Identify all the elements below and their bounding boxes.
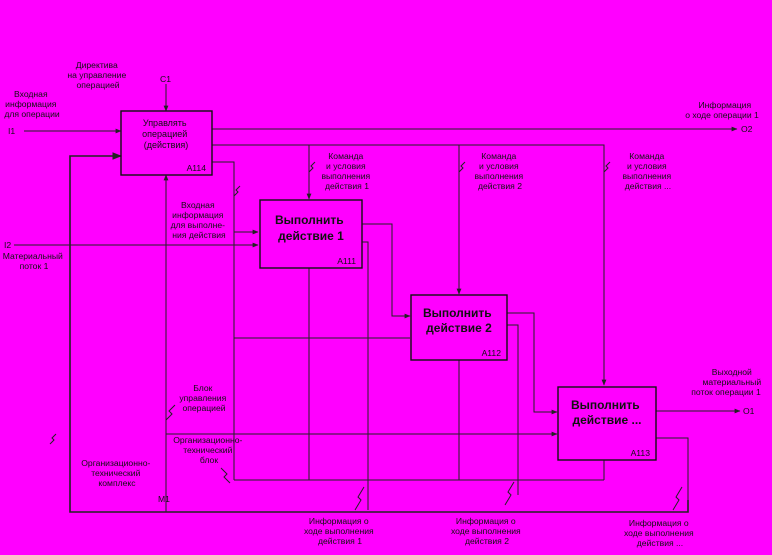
callout-squiggles (49, 161, 683, 511)
i1-label-3: для операции (4, 109, 60, 119)
c1-label-3: операцией (76, 80, 119, 90)
box-a114-id: А114 (187, 163, 207, 173)
o1-code: O1 (743, 406, 755, 416)
svg-text:Команда и условия: Команда и условия выполнения действия ..… (622, 151, 673, 191)
box-a111-title-2: действие 1 (278, 229, 344, 243)
box-a113-id: А113 (631, 448, 651, 458)
svg-text:Выполнить действие 2: Выполнить действие 2 (423, 306, 495, 335)
svg-text:Блок управления оп: Блок управления операцией (179, 383, 228, 413)
box-a114-title-3: (действия) (144, 140, 189, 150)
c1-label-1: Директива (76, 60, 118, 70)
box-a114[interactable]: Управлять операцией (действия) А114 (120, 110, 213, 176)
box-a113-title-2: действие ... (573, 413, 642, 427)
label-info3: Информация о ходе выполнения действия ..… (624, 518, 696, 548)
o2-code: O2 (741, 124, 753, 134)
box-a111-title-1: Выполнить (275, 213, 344, 227)
connection-lines (14, 84, 741, 513)
box-a114-title-2: операцией (142, 129, 187, 139)
o2-label-1: Информация (698, 100, 751, 110)
label-cmd1: Команда и условия выполнения действия 1 (321, 151, 372, 191)
i1-code: I1 (8, 126, 15, 136)
i1-label-2: информация (5, 99, 57, 109)
i2-code: I2 (4, 240, 11, 250)
svg-text:Управлять операцией: Управлять операцией (действия) (142, 118, 190, 150)
c1-label-2: на управление (67, 70, 126, 80)
svg-text:Выходной материальный: Выходной материальный поток операции 1 (691, 367, 763, 397)
o2-label-2: о ходе операции 1 (685, 110, 759, 120)
interface-o2: Информация о ходе операции 1 O2 (685, 100, 759, 134)
m1-label-1: Организационно- (81, 458, 150, 468)
svg-text:Информация о ходе операц: Информация о ходе операции 1 (685, 100, 759, 120)
i1-label-1: Входная (14, 89, 48, 99)
box-a112[interactable]: Выполнить действие 2 А112 (410, 294, 508, 361)
label-input-info: Входная информация для выполне- ния дейс… (171, 200, 228, 240)
box-a114-title-1: Управлять (143, 118, 187, 128)
box-a112-title-1: Выполнить (423, 306, 492, 320)
box-a112-title-2: действие 2 (426, 321, 492, 335)
m1-label-2: технический (91, 468, 140, 478)
c1-code: C1 (160, 74, 171, 84)
svg-text:Организационно- техничес: Организационно- технический комплекс (81, 458, 152, 488)
m1-code: M1 (158, 494, 170, 504)
svg-text:Входная информация: Входная информация для выполне- ния дейс… (171, 200, 228, 240)
svg-text:Команда и условия: Команда и условия выполнения действия 2 (474, 151, 525, 191)
m1-label-3: комплекс (98, 478, 136, 488)
label-org-block: Организационно- технический блок (173, 435, 244, 465)
label-cmd3: Команда и условия выполнения действия ..… (622, 151, 673, 191)
svg-text:Организационно- техничес: Организационно- технический блок (173, 435, 244, 465)
svg-text:Информация о ходе выполн: Информация о ходе выполнения действия ..… (624, 518, 696, 548)
svg-text:Выполнить действие ...: Выполнить действие ... (571, 398, 643, 427)
box-a111[interactable]: Выполнить действие 1 А111 (259, 199, 363, 269)
box-a113-title-1: Выполнить (571, 398, 640, 412)
interface-o1: Выходной материальный поток операции 1 O… (691, 367, 763, 416)
svg-text:Информация о ходе выполн: Информация о ходе выполнения действия 1 (304, 516, 376, 546)
o1-label-3: поток операции 1 (691, 387, 761, 397)
interface-m1: Организационно- технический комплекс M1 (81, 458, 170, 504)
interface-c1: Директива на управление операцией C1 (67, 60, 171, 90)
o1-label-1: Выходной (712, 367, 752, 377)
label-info2: Информация о ходе выполнения действия 2 (451, 516, 523, 546)
box-a111-id: А111 (337, 256, 356, 266)
label-cmd2: Команда и условия выполнения действия 2 (474, 151, 525, 191)
label-control-block: Блок управления операцией (179, 383, 228, 413)
box-a112-id: А112 (482, 348, 502, 358)
svg-text:Выполнить действие 1: Выполнить действие 1 (275, 213, 347, 243)
svg-text:Директива на управление: Директива на управление операцией (67, 60, 128, 90)
svg-text:Информация о ходе выполн: Информация о ходе выполнения действия 2 (451, 516, 523, 546)
svg-text:Команда и условия: Команда и условия выполнения действия 1 (321, 151, 372, 191)
label-info1: Информация о ходе выполнения действия 1 (304, 516, 376, 546)
interface-i1: Входная информация для операции I1 (4, 89, 60, 136)
svg-text:Материальный поток 1: Материальный поток 1 (3, 251, 65, 271)
o1-label-2: материальный (702, 377, 761, 387)
i2-label-2: поток 1 (20, 261, 49, 271)
svg-text:Входная информация: Входная информация для операции (4, 89, 60, 119)
box-a113[interactable]: Выполнить действие ... А113 (557, 386, 657, 461)
i2-label-1: Материальный (3, 251, 63, 261)
interface-i2: I2 Материальный поток 1 (3, 240, 65, 271)
